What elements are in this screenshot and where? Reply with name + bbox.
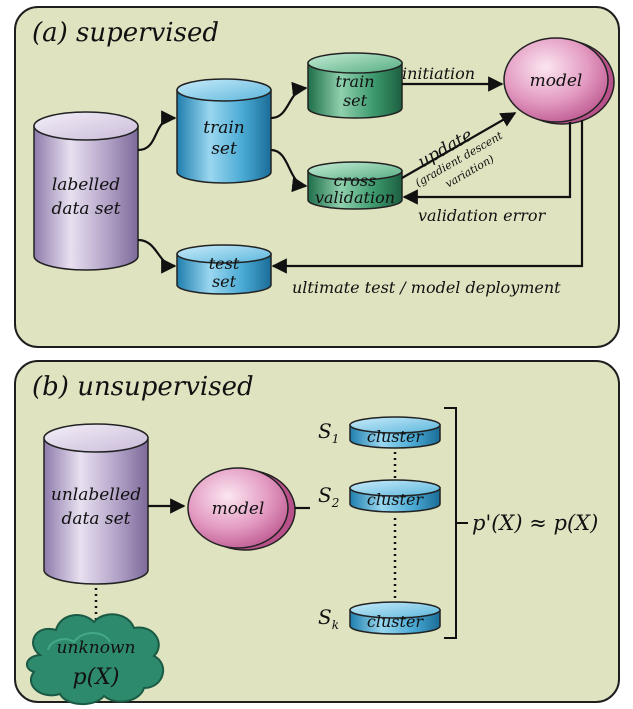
s1-label: S1: [318, 419, 339, 446]
cross-validation-cylinder: cross validation: [307, 161, 403, 210]
unlabelled-line2: data set: [61, 509, 130, 529]
labelled-data-set-cylinder: labelled data set: [33, 111, 139, 271]
train-set-blue-cylinder: train set: [176, 78, 272, 184]
sk-label: Sk: [318, 605, 339, 632]
approx-formula: p'(X) ≈ p(X): [472, 511, 598, 535]
cloud-line1: unknown: [57, 638, 136, 658]
s2-label: S2: [318, 483, 339, 510]
model-node-a: model: [503, 37, 615, 125]
cluster-bracket: [444, 407, 457, 639]
cluster-k: cluster: [349, 601, 441, 635]
train-green-line2: set: [343, 91, 368, 110]
test-set-cylinder: test set: [176, 244, 272, 295]
validation-error-label: validation error: [418, 206, 547, 225]
unlabelled-data-set-cylinder: unlabelled data set: [43, 423, 149, 585]
cross-line1: cross: [334, 171, 377, 190]
train-set-green-cylinder: train set: [307, 52, 403, 119]
test-line1: test: [209, 254, 240, 273]
initiation-label: initiation: [402, 64, 475, 83]
unlabelled-line1: unlabelled: [51, 485, 141, 505]
cross-line2: validation: [315, 188, 395, 207]
train-blue-line1: train: [203, 118, 244, 138]
cluster-1: cluster: [349, 416, 441, 449]
model-node-b: model: [187, 467, 296, 551]
cloud-line2: p(X): [73, 665, 120, 690]
cluster-2: cluster: [349, 479, 441, 513]
panel-b-title: (b) unsupervised: [32, 372, 254, 402]
test-line2: set: [212, 272, 237, 291]
unknown-distribution-cloud: unknown p(X): [25, 613, 165, 705]
labelled-line2: data set: [51, 199, 120, 219]
model-a-label: model: [530, 71, 583, 91]
model-b-label: model: [212, 499, 265, 519]
cluster-2-label: cluster: [367, 490, 424, 509]
panel-a-title: (a) supervised: [32, 18, 219, 48]
panel-a-arrows: [137, 76, 584, 274]
cluster-1-label: cluster: [367, 427, 424, 446]
cluster-k-label: cluster: [367, 612, 424, 631]
labelled-line1: labelled: [52, 175, 120, 195]
ultimate-test-label: ultimate test / model deployment: [292, 278, 561, 297]
train-blue-line2: set: [211, 139, 237, 159]
train-green-line1: train: [335, 72, 374, 91]
